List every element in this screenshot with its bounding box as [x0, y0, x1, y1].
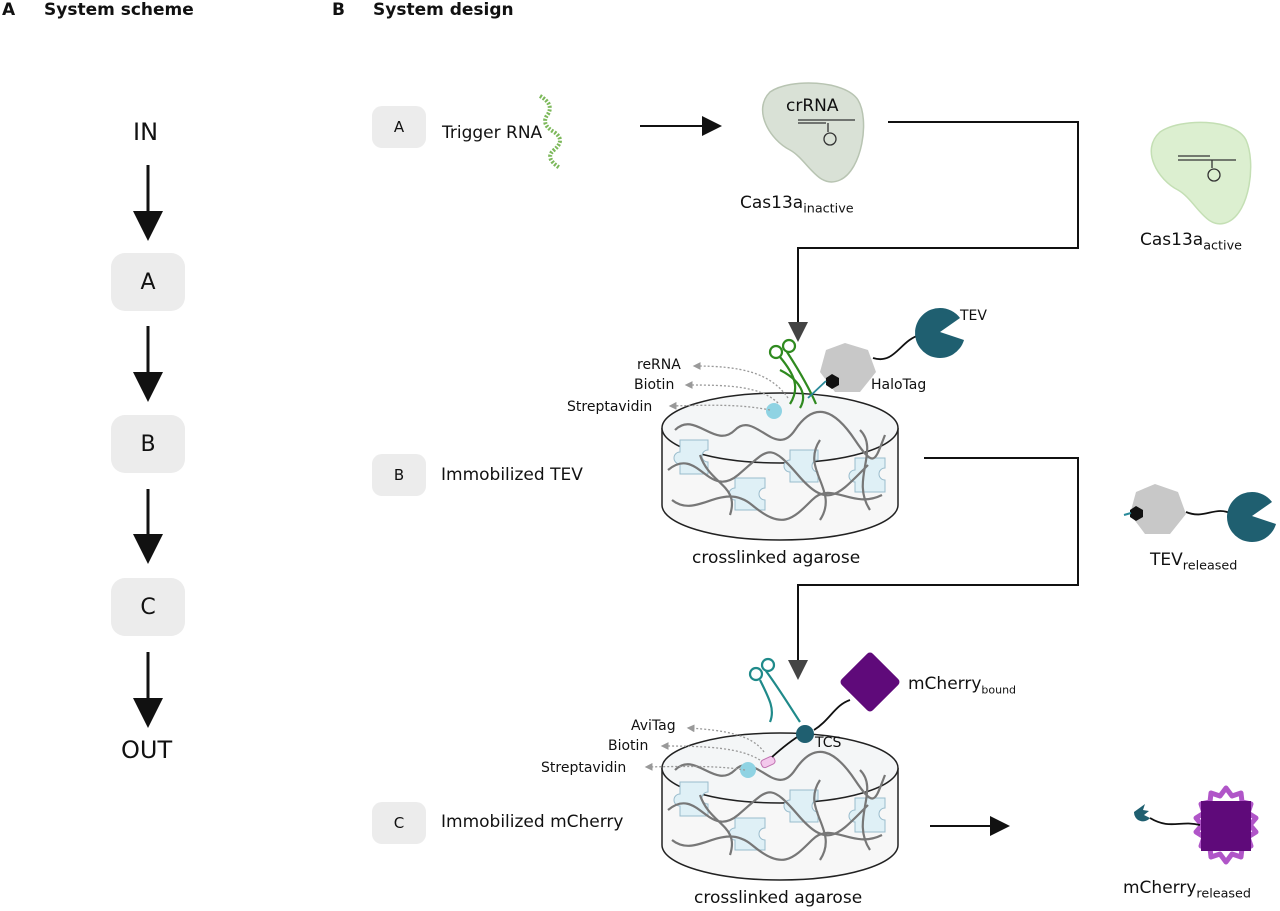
- cas13a-inactive-label: Cas13ainactive: [740, 193, 854, 217]
- step-a-tag: A: [372, 106, 426, 148]
- panel-b-title: System design: [373, 0, 514, 20]
- mcherry-released-linker: [1149, 817, 1201, 826]
- agarose-label-c: crosslinked agarose: [694, 888, 863, 908]
- linker-halo-tev: [872, 334, 921, 361]
- mcherry-bound-label: mCherrybound: [908, 674, 1017, 697]
- crrna-hairpin-icon: [798, 119, 855, 146]
- immobilized-tev-label: Immobilized TEV: [441, 465, 583, 485]
- mcherry-released-label: mCherryreleased: [1123, 878, 1251, 902]
- biotin-label-b: Biotin: [634, 377, 675, 393]
- scheme-step-a: A: [111, 253, 185, 311]
- connector-a-to-b: [788, 121, 1079, 342]
- panel-a-title: System scheme: [44, 0, 194, 20]
- linker-tcs-mcherry: [813, 699, 851, 731]
- tcs-node-icon: [796, 725, 814, 743]
- avitag-label: AviTag: [631, 718, 676, 734]
- tcs-label: TCS: [815, 735, 842, 751]
- agarose-bead-b: [661, 392, 899, 541]
- streptavidin-label-c: Streptavidin: [541, 760, 627, 776]
- step-c-tag: C: [372, 802, 426, 844]
- tev-label: TEV: [960, 308, 987, 324]
- halo-ligand-icon: [826, 374, 839, 389]
- label-leaders-b: [668, 362, 789, 411]
- panel-b-letter: B: [332, 0, 345, 20]
- connector-b-to-c: [788, 457, 1079, 680]
- crrna-active-hairpin-icon: [1178, 155, 1236, 182]
- streptavidin-label-b: Streptavidin: [567, 399, 653, 415]
- tcs-fragment-icon: [1133, 804, 1150, 822]
- biotin-label-c: Biotin: [608, 738, 649, 754]
- mcherry-released-icon: [1201, 801, 1251, 851]
- rerna-label: reRNA: [637, 357, 681, 373]
- scheme-step-b: B: [111, 415, 185, 473]
- panel-a-letter: A: [2, 0, 16, 20]
- trigger-rna-icon: [538, 94, 562, 170]
- scissors-icon: [768, 338, 818, 409]
- immobilized-mcherry-label: Immobilized mCherry: [441, 812, 624, 832]
- agarose-label-b: crosslinked agarose: [692, 548, 861, 568]
- scheme-step-c: C: [111, 578, 185, 636]
- scissors-c-icon: [748, 657, 801, 723]
- mcherry-bound-icon: [840, 652, 900, 712]
- halotag-label: HaloTag: [871, 377, 927, 393]
- scheme-in-label: IN: [133, 118, 159, 146]
- cas13a-active-label: Cas13aactive: [1140, 230, 1242, 254]
- linker-halo-scissors: [807, 380, 827, 399]
- tev-released-ligand-icon: [1130, 506, 1143, 521]
- trigger-rna-label: Trigger RNA: [442, 123, 543, 143]
- cas13a-inactive-icon: [761, 82, 865, 183]
- tev-released-icon: [1226, 492, 1276, 542]
- cas13a-active-icon: [1150, 121, 1252, 225]
- scheme-out-label: OUT: [121, 736, 173, 764]
- tev-released-halotag-icon: [1130, 484, 1186, 534]
- step-b-tag: B: [372, 454, 426, 496]
- label-leaders-c: [644, 724, 765, 771]
- crrna-label: crRNA: [786, 96, 839, 116]
- agarose-bead-c: [661, 732, 899, 881]
- tev-released-label: TEVreleased: [1150, 550, 1238, 574]
- tev-icon: [915, 308, 964, 358]
- tev-released-linker: [1185, 510, 1233, 516]
- tev-released-tail: [1123, 512, 1132, 516]
